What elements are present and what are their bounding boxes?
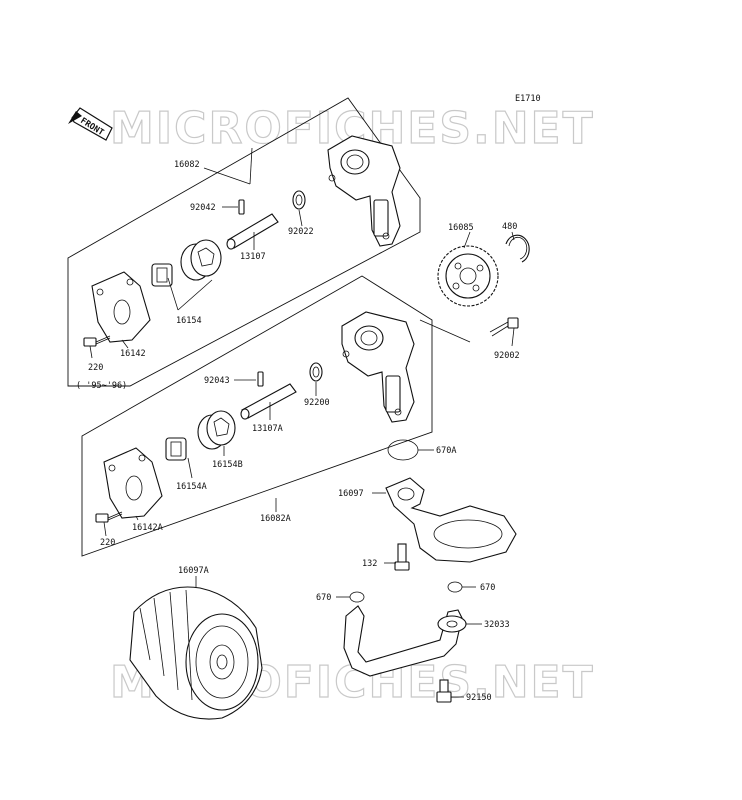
label-92022: 92022: [288, 227, 314, 237]
label-16082: 16082: [174, 160, 200, 170]
label-92042: 92042: [190, 203, 216, 213]
rotor-outer-upper: [180, 239, 222, 281]
label-220-upper: 220: [88, 363, 103, 373]
oil-pipe-32033: [343, 605, 467, 677]
bolt-220-lower: [95, 511, 123, 523]
upper-assembly-box: [67, 97, 421, 387]
label-16085: 16085: [448, 223, 474, 233]
label-132: 132: [362, 559, 377, 569]
strainer-16097: [385, 477, 517, 563]
oil-filter-16097A: [129, 586, 263, 720]
front-arrow-icon: FRONT: [68, 107, 113, 141]
pin-92043: [257, 371, 264, 387]
shaft-13107: [226, 213, 279, 250]
pump-body-lower: [341, 311, 415, 423]
bolt-92002: [489, 317, 519, 337]
label-16097A: 16097A: [178, 566, 209, 576]
lower-assembly-box: [81, 275, 433, 557]
shaft-13107A: [240, 383, 297, 420]
cover-16142: [91, 271, 151, 343]
bolt-132: [394, 543, 410, 571]
label-16142: 16142: [120, 349, 146, 359]
o-ring-670-right: [447, 581, 463, 593]
label-92200: 92200: [304, 398, 330, 408]
label-16097: 16097: [338, 489, 364, 499]
circlip-480: [505, 234, 530, 263]
label-16154A: 16154A: [176, 482, 207, 492]
washer-92022: [292, 190, 306, 210]
label-13107A: 13107A: [252, 424, 283, 434]
label-16154: 16154: [176, 316, 202, 326]
label-16142A: 16142A: [132, 523, 163, 533]
label-670-right: 670: [480, 583, 495, 593]
year-note: ( '95~'96): [76, 381, 127, 391]
rotor-outer-lower: [197, 410, 236, 450]
label-480: 480: [502, 222, 517, 232]
label-32033: 32033: [484, 620, 510, 630]
label-670A: 670A: [436, 446, 456, 456]
label-92043: 92043: [204, 376, 230, 386]
bolt-220-upper: [83, 335, 111, 347]
label-670-left: 670: [316, 593, 331, 603]
rotor-inner-upper: [151, 263, 173, 287]
pin-92042: [238, 199, 245, 215]
label-16154B: 16154B: [212, 460, 243, 470]
label-220-lower: 220: [100, 538, 115, 548]
rotor-inner-lower: [165, 437, 187, 461]
cover-16142A: [103, 447, 163, 519]
o-ring-670-left: [349, 591, 365, 603]
washer-92200: [309, 362, 323, 382]
leader-lines: [89, 147, 515, 698]
o-ring-670A: [387, 439, 419, 461]
sprocket-16085: [437, 245, 499, 307]
diagram-id: E1710: [515, 94, 541, 104]
bolt-92150: [436, 679, 452, 703]
pump-body-upper: [327, 135, 401, 247]
label-16082A: 16082A: [260, 514, 291, 524]
label-13107: 13107: [240, 252, 266, 262]
label-92150: 92150: [466, 693, 492, 703]
label-92002: 92002: [494, 351, 520, 361]
